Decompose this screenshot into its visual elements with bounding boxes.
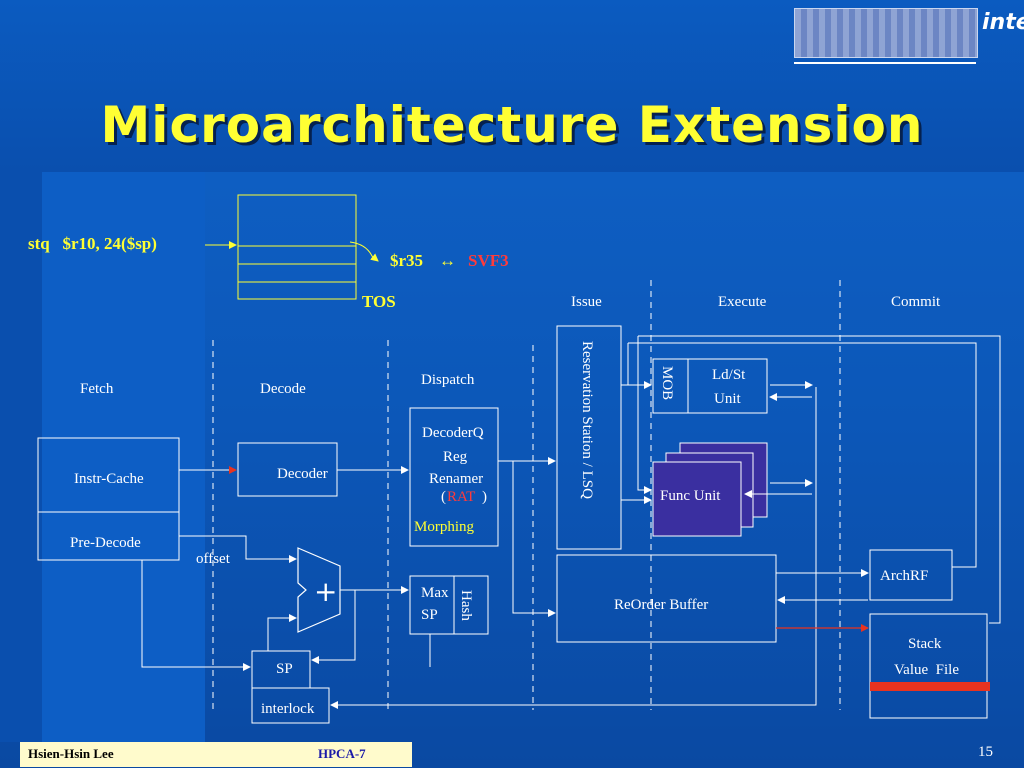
logo-underline [794, 62, 976, 64]
footer-bar: Hsien-Hsin Lee HPCA-7 [20, 742, 412, 767]
renamer-label: Renamer [429, 471, 483, 487]
stage-separators [212, 280, 841, 710]
stage-decode: Decode [260, 381, 306, 397]
stage-issue: Issue [571, 294, 602, 310]
mapping-arrow [349, 241, 379, 262]
rat-label: RAT [447, 489, 475, 505]
left-strip [0, 172, 42, 742]
stage-fetch: Fetch [80, 381, 114, 397]
reservation-station-label: Reservation Station / LSQ [579, 341, 595, 499]
instr-cache-label: Instr-Cache [74, 471, 144, 487]
left-panel [42, 172, 205, 742]
decoderq-label: DecoderQ [422, 425, 484, 441]
course-label: HPCA-7 [318, 746, 366, 761]
archrf-label: ArchRF [880, 568, 928, 584]
ldst-unit-label-2: Unit [714, 391, 742, 407]
morphing-label: Morphing [414, 519, 475, 535]
tos-label: TOS [362, 292, 396, 311]
func-unit-label: Func Unit [660, 488, 721, 504]
svf-target: SVF3 [468, 251, 509, 270]
page-number: 15 [978, 744, 993, 760]
stage-dispatch: Dispatch [421, 372, 475, 388]
hash-label: Hash [458, 590, 474, 621]
bidirectional-arrow-icon: ↔ [439, 251, 456, 270]
university-seal-image [794, 8, 978, 58]
stack-label-2: Value File [894, 662, 959, 678]
reorder-buffer-label: ReOrder Buffer [614, 597, 708, 613]
adder-shape [297, 547, 341, 633]
slide-title: Microarchitecture Extension [100, 96, 924, 154]
reg-label: Reg [443, 449, 468, 465]
stack-label-1: Stack [908, 636, 942, 652]
func-unit-stack [652, 442, 768, 537]
stq-instruction: stq $r10, 24($sp) [28, 234, 157, 253]
decoder-label: Decoder [277, 466, 328, 482]
stage-execute: Execute [718, 294, 767, 310]
sp-register-label: SP [276, 661, 293, 677]
register-r35: $r35 [390, 251, 423, 270]
max-sp-label: SP [421, 607, 438, 623]
plus-icon: + [314, 575, 337, 608]
stack-diagram [237, 194, 357, 300]
stack-value-file-highlight [870, 682, 990, 691]
pre-decode-label: Pre-Decode [70, 535, 141, 551]
max-label: Max [421, 585, 449, 601]
offset-label: offset [196, 551, 231, 567]
rat-close-paren: ) [482, 489, 487, 505]
interlock-label: interlock [261, 701, 315, 717]
block-outlines [37, 325, 988, 724]
mob-label: MOB [659, 366, 675, 400]
rat-open-paren: ( [441, 489, 446, 505]
logo-area: intel [794, 8, 1024, 64]
register-mapping: $r35 ↔ SVF3 [390, 251, 509, 270]
author-name: Hsien-Hsin Lee [28, 746, 114, 761]
stage-commit: Commit [891, 294, 941, 310]
intel-logo: intel [982, 10, 1024, 35]
connections [141, 335, 1001, 709]
ldst-unit-label-1: Ld/St [712, 367, 746, 383]
